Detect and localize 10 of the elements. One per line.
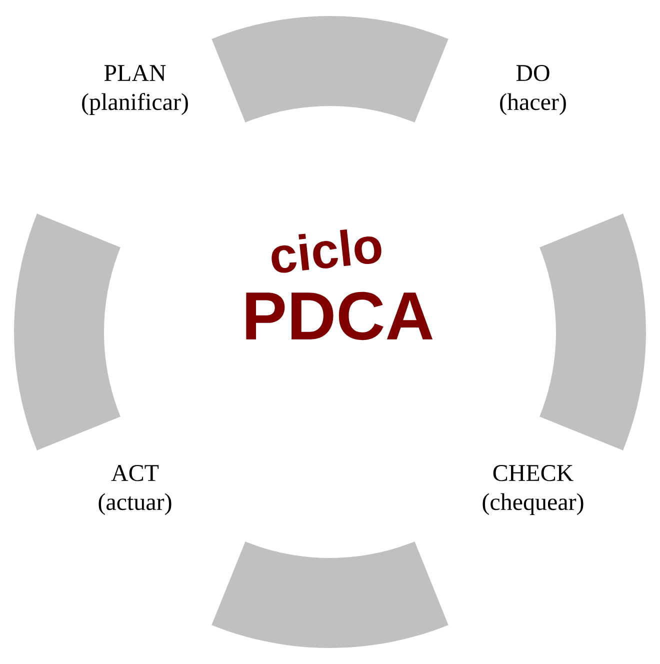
ring-segment bbox=[14, 214, 120, 450]
ring-segment bbox=[212, 542, 448, 648]
phase-label: ACT (actuar) bbox=[98, 465, 172, 515]
cycle-title: PDCA bbox=[246, 292, 433, 340]
cycle-word: ciclo bbox=[272, 229, 382, 273]
ring-segment bbox=[540, 214, 646, 450]
phase-label: CHECK (chequear) bbox=[482, 465, 584, 515]
phase-label: PLAN (planificar) bbox=[82, 65, 188, 115]
phase-label: DO (hacer) bbox=[500, 65, 566, 115]
ring-segment bbox=[212, 16, 448, 122]
